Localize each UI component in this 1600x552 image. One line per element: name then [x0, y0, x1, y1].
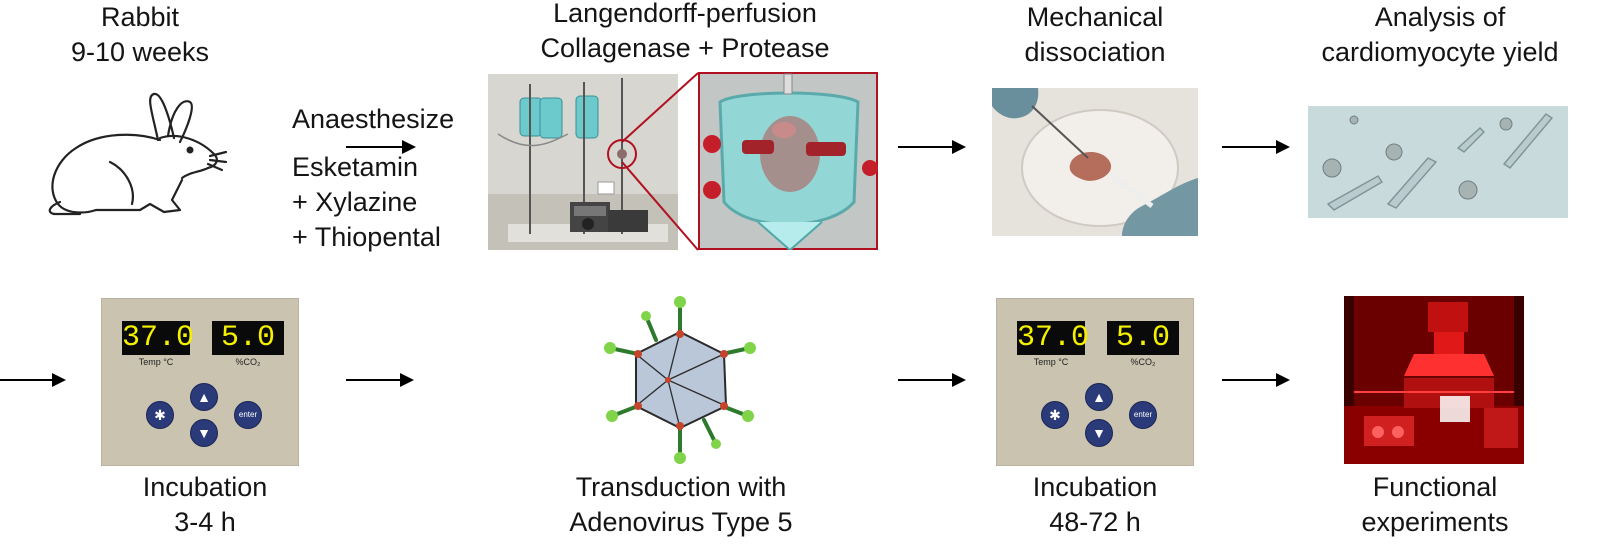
dissociation-label: Mechanical dissociation [1024, 2, 1166, 67]
star-button[interactable]: ✱ [146, 401, 174, 429]
rabbit-label: Rabbit 9-10 weeks [70, 2, 210, 67]
temp-label: Temp °C [138, 357, 174, 367]
arrow-anaesthesize [346, 140, 416, 154]
zoom-lines [621, 72, 699, 251]
perfusion-label: Langendorff-perfusion Collagenase + Prot… [540, 0, 830, 63]
co2-label: %CO₂ [235, 357, 261, 367]
functional-label: Functional experiments [1361, 472, 1509, 537]
co2-display: 5.0 [1107, 321, 1179, 355]
incubation2-label: Incubation 48-72 h [1032, 472, 1158, 537]
transduction-label: Transduction with Adenovirus Type 5 [569, 472, 793, 537]
anaesthesize-label: Anaesthesize [292, 104, 455, 134]
enter-button[interactable]: enter [1129, 401, 1157, 429]
arrow-to-functional [1222, 373, 1290, 387]
enter-button[interactable]: enter [234, 401, 262, 429]
temp-display: 37.0 [1017, 321, 1090, 355]
co2-label: %CO₂ [1130, 357, 1156, 367]
arrow-to-incubation2 [898, 373, 966, 387]
co2-display: 5.0 [212, 321, 284, 355]
star-button[interactable]: ✱ [1041, 401, 1069, 429]
rabbit-drawing [48, 92, 228, 216]
down-button[interactable]: ▼ [1085, 419, 1113, 447]
functional-setup-photo [1344, 296, 1524, 464]
temp-label: Temp °C [1033, 357, 1069, 367]
cardiomyocyte-micrograph [1308, 106, 1568, 218]
arrow-to-dissociation [898, 140, 966, 154]
adenovirus-drawing [604, 296, 756, 464]
incubator-panel-1: 37.0 Temp °C 5.0 %CO₂ ✱ ▲ ▼ enter [101, 298, 299, 466]
up-button[interactable]: ▲ [190, 383, 218, 411]
up-button[interactable]: ▲ [1085, 383, 1113, 411]
down-button[interactable]: ▼ [190, 419, 218, 447]
drug-list: Esketamin + Xylazine + Thiopental [292, 152, 441, 252]
incubator-panel-2: 37.0 Temp °C 5.0 %CO₂ ✱ ▲ ▼ enter [996, 298, 1194, 466]
analysis-label: Analysis of cardiomyocyte yield [1321, 2, 1559, 67]
perfused-heart-photo [698, 72, 878, 250]
arrow-to-incubation1 [0, 373, 66, 387]
langendorff-apparatus-photo [488, 74, 678, 250]
dissociation-photo [992, 88, 1198, 236]
arrow-to-transduction [346, 373, 414, 387]
incubation1-label: Incubation 3-4 h [142, 472, 268, 537]
arrow-to-analysis [1222, 140, 1290, 154]
temp-display: 37.0 [122, 321, 195, 355]
